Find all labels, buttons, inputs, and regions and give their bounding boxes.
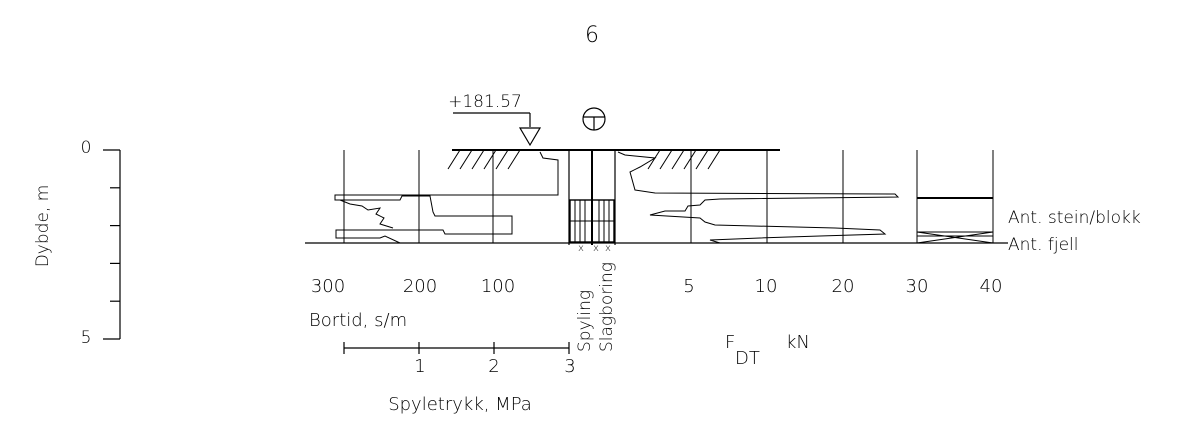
bortid-panel [334,150,559,244]
annotation-rock: Ant. fjell [1008,235,1079,255]
elevation-label: +181.57 [448,92,522,112]
force-axis-label: F [725,332,735,353]
spyletrykk-tick-label: 1 [414,356,425,377]
spyletrykk-axis-label: Spyletrykk, MPa [388,394,532,415]
method-label-spyling: Spyling [575,290,595,352]
depth-axis: Dybde, m 0 5 [33,138,121,348]
depth-tick-label: 0 [81,138,92,158]
method-columns: x x x Spyling Slagboring [568,150,617,352]
spyletrykk-tick-label: 2 [488,356,499,377]
force-tick-label: 5 [683,276,694,297]
bortid-curve-detail [339,199,394,229]
force-tick-label: 20 [832,276,855,297]
annotation-stone-block: Ant. stein/blokk [1008,208,1141,228]
tempered-total-sounding-symbol-icon [582,107,606,131]
force-axis-label-subscript: DT [735,348,760,369]
spyletrykk-axis: 1 2 3 Spyletrykk, MPa [343,342,576,415]
force-tick-label: 40 [980,276,1003,297]
force-axis-unit: kN [786,332,810,353]
method-label-slagboring: Slagboring [597,262,617,352]
elevation-triangle-icon [518,127,542,147]
bortid-axis-label: Bortid, s/m [309,310,407,331]
force-curve [617,151,900,244]
depth-axis-label: Dybde, m [33,185,53,268]
elevation-marker: +181.57 [448,92,542,147]
bortid-tick-label: 300 [311,276,345,297]
force-panel [617,150,994,244]
rock-marker-cross [916,231,994,244]
bortid-tick-label: 200 [403,276,437,297]
method-marker: x [593,243,599,254]
bortid-tick-label: 100 [481,276,515,297]
bortid-curve [334,151,559,244]
ground-hatching [447,149,721,170]
method-marker: x [605,243,611,254]
depth-tick-label: 5 [81,328,92,348]
spyletrykk-tick-label: 3 [564,356,575,377]
force-tick-label: 30 [906,276,929,297]
method-marker: x [578,243,584,254]
force-tick-label: 10 [755,276,778,297]
borehole-number: 6 [585,23,599,48]
